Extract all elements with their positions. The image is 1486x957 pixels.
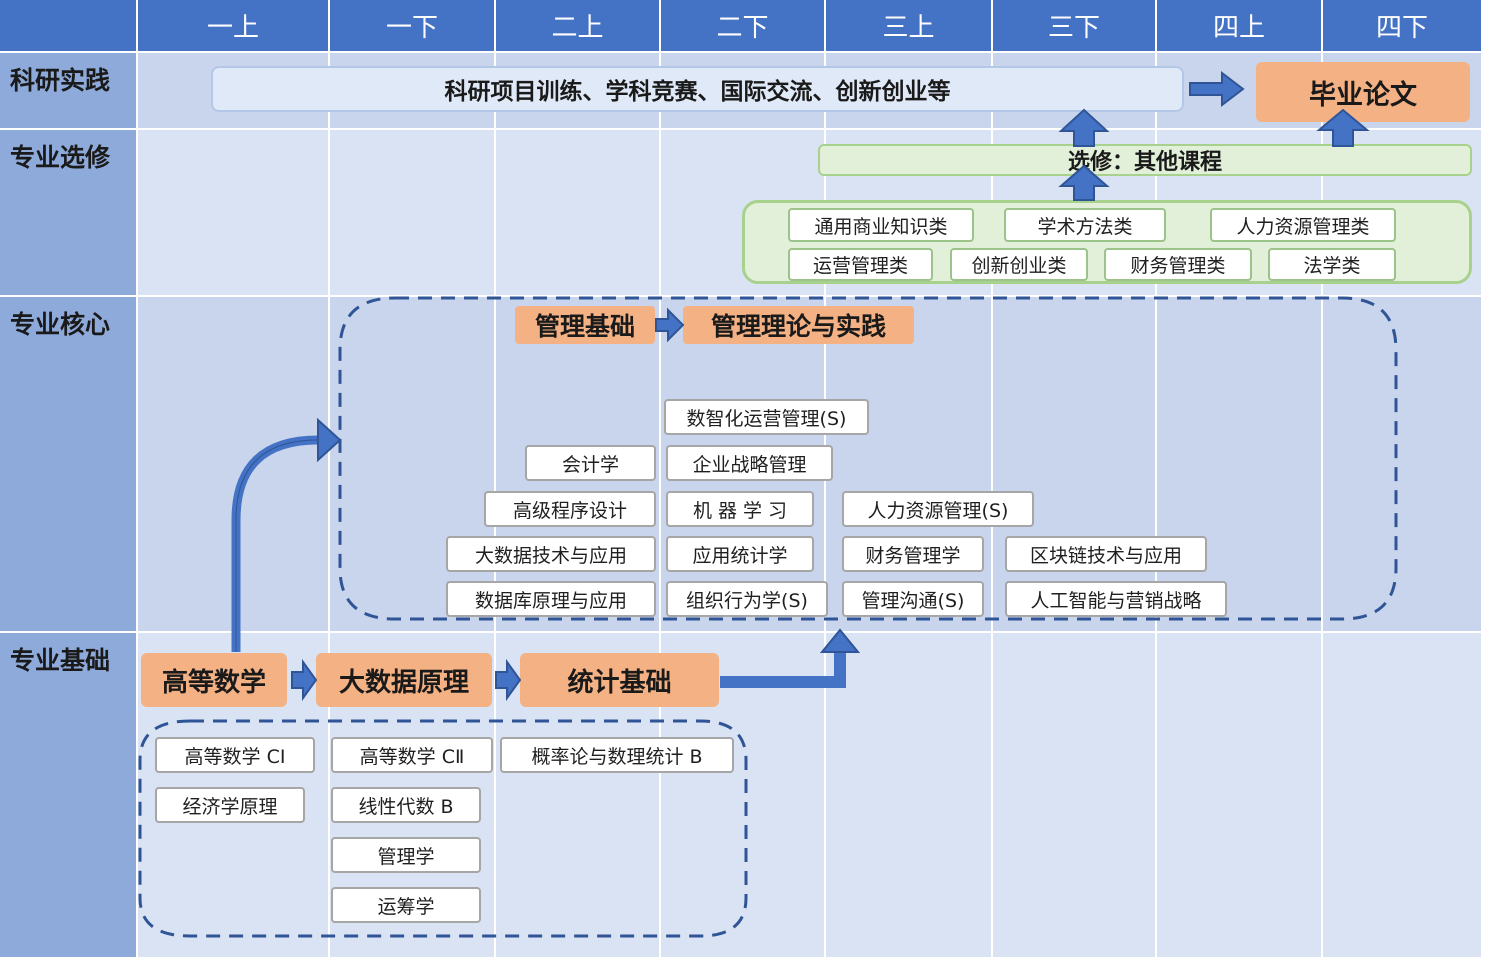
column-divider <box>659 51 661 957</box>
elective-category: 创新创业类 <box>950 248 1088 281</box>
column-divider <box>1321 51 1323 957</box>
column-divider <box>1155 51 1157 957</box>
elective-category: 人力资源管理类 <box>1210 208 1396 242</box>
curved-arrow-to-core <box>231 435 319 652</box>
core-course: 管理沟通(S) <box>842 581 984 617</box>
elective-other-courses-bar: 选修：其他课程 <box>818 144 1472 176</box>
research-activities-bar: 科研项目训练、学科竞赛、国际交流、创新创业等 <box>211 66 1184 112</box>
core-course: 大数据技术与应用 <box>446 536 656 572</box>
core-group-dashed-border <box>338 296 1398 621</box>
foundation-group-dashed-border <box>138 719 748 938</box>
core-course: 数据库原理与应用 <box>446 581 656 617</box>
foundation-course: 线性代数 B <box>331 787 481 823</box>
elective-category: 财务管理类 <box>1104 248 1252 281</box>
foundation-course: 概率论与数理统计 B <box>500 737 734 773</box>
core-stage-management-basics: 管理基础 <box>515 306 655 344</box>
arrow-right-icon <box>495 658 522 702</box>
foundation-course: 管理学 <box>331 837 481 873</box>
core-course: 组织行为学(S) <box>666 581 828 617</box>
row-label-research: 科研实践 <box>0 53 136 128</box>
core-course: 高级程序设计 <box>484 491 656 527</box>
core-course: 数智化运营管理(S) <box>664 399 869 435</box>
arrow-up-icon <box>1058 164 1110 201</box>
core-course: 会计学 <box>525 445 656 481</box>
header-corner <box>0 0 136 51</box>
semester-header-4: 二下 <box>661 0 824 51</box>
core-course: 机 器 学 习 <box>666 491 814 527</box>
core-course: 企业战略管理 <box>666 445 833 481</box>
elective-category: 法学类 <box>1268 248 1396 281</box>
semester-header-8: 四下 <box>1323 0 1481 51</box>
core-course: 人力资源管理(S) <box>842 491 1034 527</box>
arrow-right-icon <box>1189 70 1245 108</box>
core-course: 区块链技术与应用 <box>1005 536 1207 572</box>
foundation-course: 运筹学 <box>331 887 481 923</box>
semester-header-3: 二上 <box>496 0 659 51</box>
foundation-course: 高等数学 CⅠ <box>155 737 315 773</box>
arrow-up-icon <box>1058 108 1110 147</box>
row-label-elective: 专业选修 <box>0 130 136 295</box>
foundation-stage-statistics-basics: 统计基础 <box>520 653 719 707</box>
arrow-up-icon <box>819 628 861 653</box>
semester-header-7: 四上 <box>1157 0 1321 51</box>
core-course: 财务管理学 <box>842 536 984 572</box>
column-divider <box>328 51 330 957</box>
foundation-stage-big-data-principles: 大数据原理 <box>316 653 492 707</box>
row-label-foundation: 专业基础 <box>0 633 136 957</box>
semester-header-5: 三上 <box>826 0 991 51</box>
elbow-arrow-to-core <box>720 650 846 688</box>
core-course: 应用统计学 <box>666 536 814 572</box>
core-stage-theory-practice: 管理理论与实践 <box>683 306 914 344</box>
semester-header-1: 一上 <box>138 0 328 51</box>
arrow-up-icon <box>1316 108 1370 147</box>
core-course: 人工智能与营销战略 <box>1005 581 1227 617</box>
foundation-stage-advanced-math: 高等数学 <box>141 653 287 707</box>
semester-header-6: 三下 <box>993 0 1155 51</box>
arrow-right-icon <box>655 307 685 343</box>
column-divider <box>824 51 826 957</box>
thesis-box: 毕业论文 <box>1256 62 1470 122</box>
foundation-course: 经济学原理 <box>155 787 305 823</box>
elective-category: 通用商业知识类 <box>788 208 974 242</box>
foundation-course: 高等数学 CⅡ <box>331 737 493 773</box>
arrow-right-icon <box>317 417 342 463</box>
arrow-right-icon <box>291 658 318 702</box>
elective-category: 学术方法类 <box>1004 208 1166 242</box>
row-label-core: 专业核心 <box>0 297 136 631</box>
semester-header-2: 一下 <box>330 0 494 51</box>
elective-category: 运营管理类 <box>788 248 933 281</box>
